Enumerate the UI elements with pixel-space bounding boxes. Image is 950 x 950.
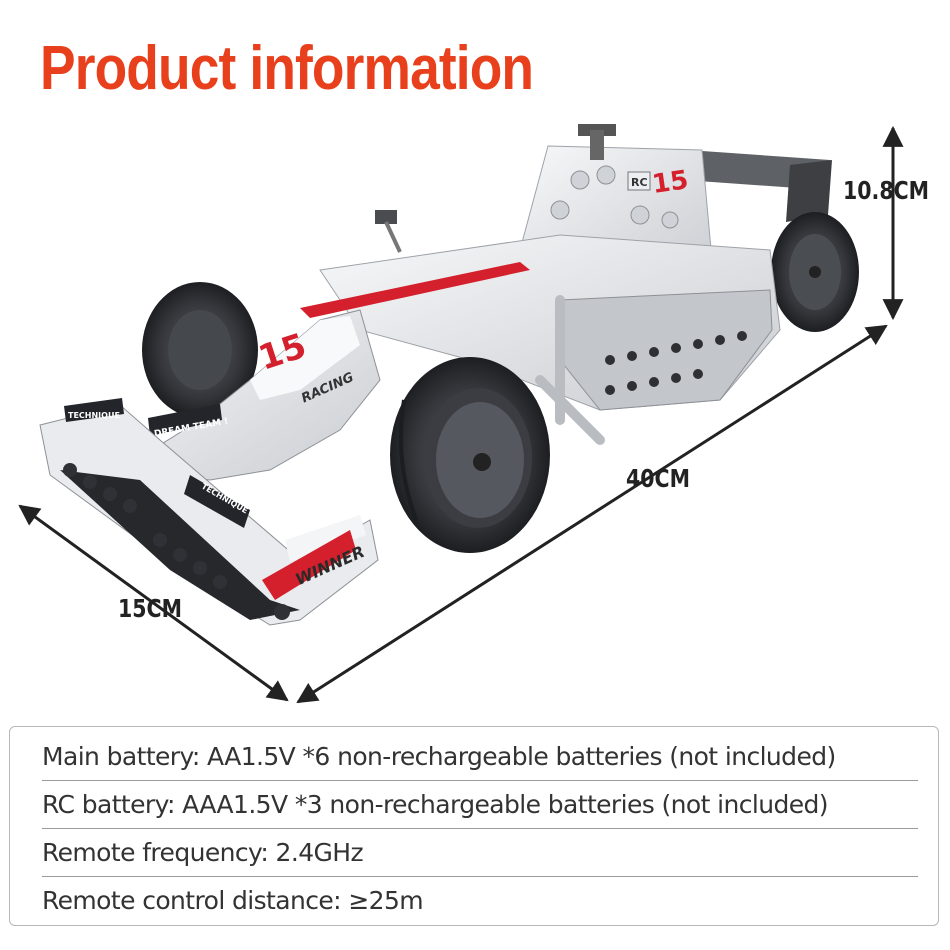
spec-row-remote-frequency: Remote frequency: 2.4GHz [42, 829, 918, 877]
page-title: Product information [40, 34, 534, 103]
width-label: 15CM [118, 594, 182, 623]
front-right-wheel [390, 357, 550, 553]
spec-row-rc-battery: RC battery: AAA1.5V *3 non-rechargeable … [42, 781, 918, 829]
engine-number-decal: 15 [650, 165, 690, 200]
technique-decal-left: TECHNIQUE [68, 411, 120, 420]
width-arrow [18, 504, 289, 702]
product-figure: RC 15 15 RACING [18, 124, 904, 704]
spec-table: Main battery: AA1.5V *6 non-rechargeable… [9, 726, 939, 926]
suspension [535, 295, 605, 445]
spec-row-remote-distance: Remote control distance: ≥25m [42, 886, 424, 915]
front-wing: TECHNIQUE TECHNIQUE WINNER [39, 398, 379, 626]
rc-decal: RC [631, 176, 648, 189]
chassis [300, 234, 781, 411]
length-label: 40CM [626, 464, 690, 493]
height-label: 10.8CM [843, 176, 930, 205]
rear-left-wheel [142, 282, 258, 418]
rear-right-wheel [771, 212, 859, 332]
race-car-illustration: RC 15 15 RACING [39, 124, 859, 626]
nose-body: 15 RACING DREAM TEAM ! [118, 309, 381, 481]
spec-row-main-battery: Main battery: AA1.5V *6 non-rechargeable… [42, 733, 918, 781]
mirror [375, 210, 402, 253]
length-arrow [296, 324, 888, 704]
